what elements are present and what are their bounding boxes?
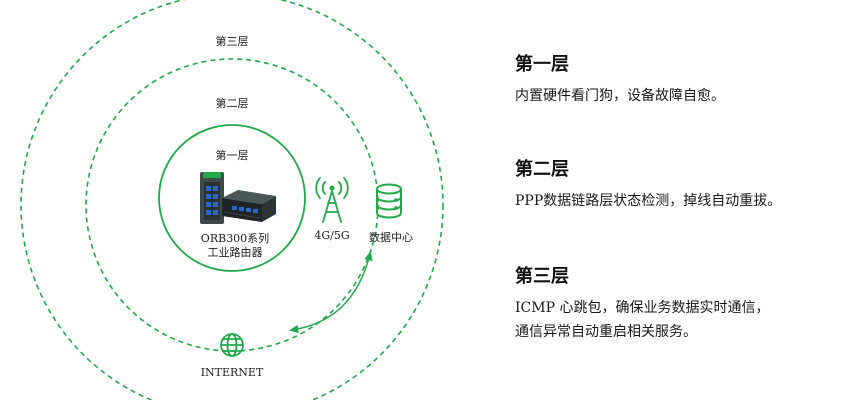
- layer3-description: 第三层 ICMP 心跳包，确保业务数据实时通信， 通信异常自动重启相关服务。: [515, 262, 769, 344]
- layer1-title: 第一层: [515, 54, 569, 75]
- layer1-description: 第一层 内置硬件看门狗，设备故障自愈。: [515, 50, 725, 108]
- router-label: ORB300系列 工业路由器: [201, 232, 269, 260]
- globe-icon: [220, 333, 244, 357]
- layer3-text-line1: ICMP 心跳包，确保业务数据实时通信，: [515, 300, 770, 316]
- internet-label: INTERNET: [200, 366, 264, 379]
- layer2-text: PPP数据链路层状态检测，掉线自动重拔。: [515, 193, 782, 209]
- middle-ring-label: 第二层: [215, 97, 249, 110]
- layer1-text: 内置硬件看门狗，设备故障自愈。: [515, 88, 725, 104]
- datacenter-label: 数据中心: [369, 231, 413, 244]
- cell-tower-icon: [315, 177, 349, 223]
- layer2-title: 第二层: [515, 159, 569, 180]
- cell-label: 4G/5G: [314, 229, 350, 242]
- inner-ring-label: 第一层: [215, 149, 249, 162]
- outer-ring: [20, 0, 444, 400]
- network-layers-diagram: [20, 0, 444, 400]
- database-icon: [376, 183, 402, 219]
- router-label-line2: 工业路由器: [207, 246, 263, 259]
- router-device-icon: [200, 172, 276, 224]
- outer-ring-label: 第三层: [215, 35, 249, 48]
- layer3-text-line2: 通信异常自动重启相关服务。: [515, 324, 697, 340]
- layer3-title: 第三层: [515, 266, 569, 287]
- datacenter-internet-link: [288, 250, 373, 334]
- router-label-line1: ORB300系列: [200, 232, 270, 245]
- layer2-description: 第二层 PPP数据链路层状态检测，掉线自动重拔。: [515, 155, 781, 213]
- inner-ring: [158, 124, 306, 272]
